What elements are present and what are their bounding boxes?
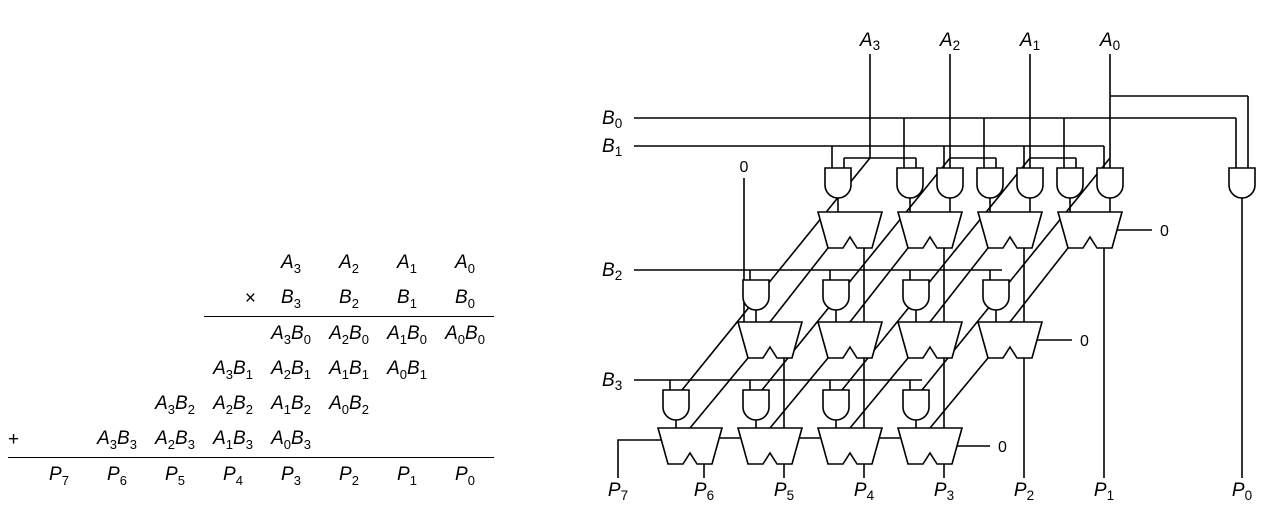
and-gate xyxy=(1096,167,1124,199)
carry-wire xyxy=(929,357,989,429)
term-a0b3: A0B3 xyxy=(271,427,311,452)
carry-wire xyxy=(689,357,749,429)
output-label-p3: P3 xyxy=(934,480,954,503)
adder xyxy=(816,321,884,359)
term-a0b0: A0B0 xyxy=(436,316,494,352)
term-a2b0: A2B0 xyxy=(320,316,378,352)
and-gate xyxy=(896,167,924,199)
output-label-p1: P1 xyxy=(1094,480,1114,503)
adder xyxy=(896,427,964,465)
and-gate xyxy=(936,167,964,199)
adder xyxy=(896,321,964,359)
and-gate xyxy=(982,279,1010,311)
input-label-a3: A3 xyxy=(859,30,880,53)
and-gate xyxy=(742,279,770,311)
and-gate xyxy=(822,279,850,311)
term-p6: P6 xyxy=(88,457,146,493)
and-gate xyxy=(662,389,690,421)
term-a1b3: A1B3 xyxy=(213,427,253,452)
input-label-b1: B1 xyxy=(602,136,622,159)
term-a2b1: A2B1 xyxy=(271,357,311,382)
term-a3b2: A3B2 xyxy=(155,392,195,417)
adder xyxy=(1056,211,1124,249)
const-zero: 0 xyxy=(998,439,1007,456)
adder xyxy=(816,211,884,249)
term-a0b2: A0B2 xyxy=(329,392,369,417)
adder xyxy=(736,321,804,359)
term-b0: B0 xyxy=(455,286,475,311)
term-a1: A1 xyxy=(397,251,417,276)
term-b3: B3 xyxy=(281,286,301,311)
term-a2b2: A2B2 xyxy=(213,392,253,417)
term-a0: A0 xyxy=(455,251,475,276)
multiply-operator: × xyxy=(244,287,256,309)
term-a0b1: A0B1 xyxy=(387,357,427,382)
term-p3: P3 xyxy=(262,457,320,493)
adder xyxy=(816,427,884,465)
output-label-p7: P7 xyxy=(608,480,628,503)
term-a1b2: A1B2 xyxy=(271,392,311,417)
carry-wire xyxy=(849,247,909,323)
adder xyxy=(656,427,724,465)
output-label-p6: P6 xyxy=(694,480,714,503)
term-a3b0: A3B0 xyxy=(262,316,320,352)
and-gate xyxy=(822,389,850,421)
carry-wire xyxy=(849,357,909,429)
and-gate xyxy=(824,167,852,199)
plus-operator: + xyxy=(8,428,20,450)
and-gate xyxy=(1016,167,1044,199)
and-gate xyxy=(976,167,1004,199)
input-label-a1: A1 xyxy=(1019,30,1040,53)
and-gate xyxy=(1056,167,1084,199)
const-zero: 0 xyxy=(740,159,749,176)
term-p4: P4 xyxy=(204,457,262,493)
carry-wire xyxy=(1009,247,1069,323)
adder xyxy=(736,427,804,465)
adder xyxy=(976,321,1044,359)
input-label-b3: B3 xyxy=(602,370,622,393)
term-p5: P5 xyxy=(146,457,204,493)
input-label-b0: B0 xyxy=(602,108,622,131)
p7-wire xyxy=(617,439,661,478)
and-gate xyxy=(742,389,770,421)
carry-wire xyxy=(769,247,829,323)
input-label-a0: A0 xyxy=(1099,30,1120,53)
term-a3b3: A3B3 xyxy=(97,427,137,452)
carry-wire xyxy=(769,357,829,429)
term-a1b1: A1B1 xyxy=(329,357,369,382)
term-b2: B2 xyxy=(339,286,359,311)
term-b1: B1 xyxy=(397,286,417,311)
output-label-p0: P0 xyxy=(1232,480,1252,503)
adder xyxy=(976,211,1044,249)
and-gate xyxy=(902,389,930,421)
term-a2b3: A2B3 xyxy=(155,427,195,452)
term-p0: P0 xyxy=(436,457,494,493)
term-a3b1: A3B1 xyxy=(213,357,253,382)
input-label-a2: A2 xyxy=(939,30,960,53)
adder xyxy=(896,211,964,249)
const-zero: 0 xyxy=(1080,333,1089,350)
output-label-p2: P2 xyxy=(1014,480,1034,503)
output-label-p4: P4 xyxy=(854,480,875,503)
and-gate xyxy=(902,279,930,311)
term-a3: A3 xyxy=(281,251,301,276)
term-a1b0: A1B0 xyxy=(378,316,436,352)
const-zero: 0 xyxy=(1160,223,1169,240)
term-p1: P1 xyxy=(378,457,436,493)
term-p2: P2 xyxy=(320,457,378,493)
input-label-b2: B2 xyxy=(602,260,622,283)
term-p7: P7 xyxy=(30,457,88,493)
term-a2: A2 xyxy=(339,251,359,276)
and-gate xyxy=(1228,167,1256,199)
carry-wire xyxy=(929,247,989,323)
output-label-p5: P5 xyxy=(774,480,794,503)
